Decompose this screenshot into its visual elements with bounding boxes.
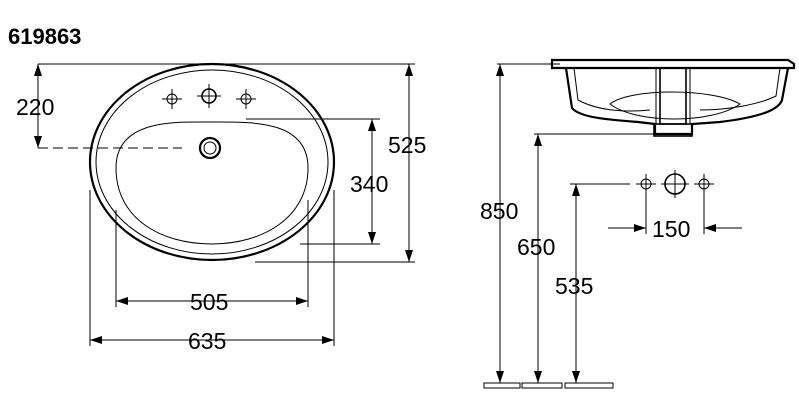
drain-lens (609, 91, 741, 120)
drain-outlet (198, 136, 222, 160)
dim-label-535: 535 (555, 273, 593, 299)
basin-bowl-outline (115, 121, 309, 245)
tap-riser (659, 68, 687, 125)
floor-reference (483, 382, 614, 389)
dim-label-635: 635 (188, 328, 226, 354)
basin-outer-rim (88, 62, 336, 262)
product-code: 619863 (8, 24, 81, 49)
side-view: 850 650 535 150 (480, 58, 796, 389)
dim-label-340: 340 (350, 171, 388, 197)
dim-label-150: 150 (652, 216, 690, 242)
dim-label-650: 650 (517, 234, 555, 260)
dim-label-505: 505 (190, 289, 228, 315)
basin-bowl-section (564, 67, 790, 136)
tap-hole-left (162, 89, 182, 109)
top-view: 220 525 340 505 635 (16, 62, 426, 354)
dim-label-220: 220 (16, 94, 54, 120)
dim-label-525: 525 (388, 132, 426, 158)
basin-inner-rim (95, 69, 329, 255)
tap-hole-right (236, 89, 256, 109)
basin-rim-section (550, 58, 796, 70)
tap-holes-detail (636, 170, 714, 198)
tap-hole-center (197, 84, 221, 108)
drain-stub (653, 123, 693, 137)
dim-label-850: 850 (480, 198, 518, 224)
